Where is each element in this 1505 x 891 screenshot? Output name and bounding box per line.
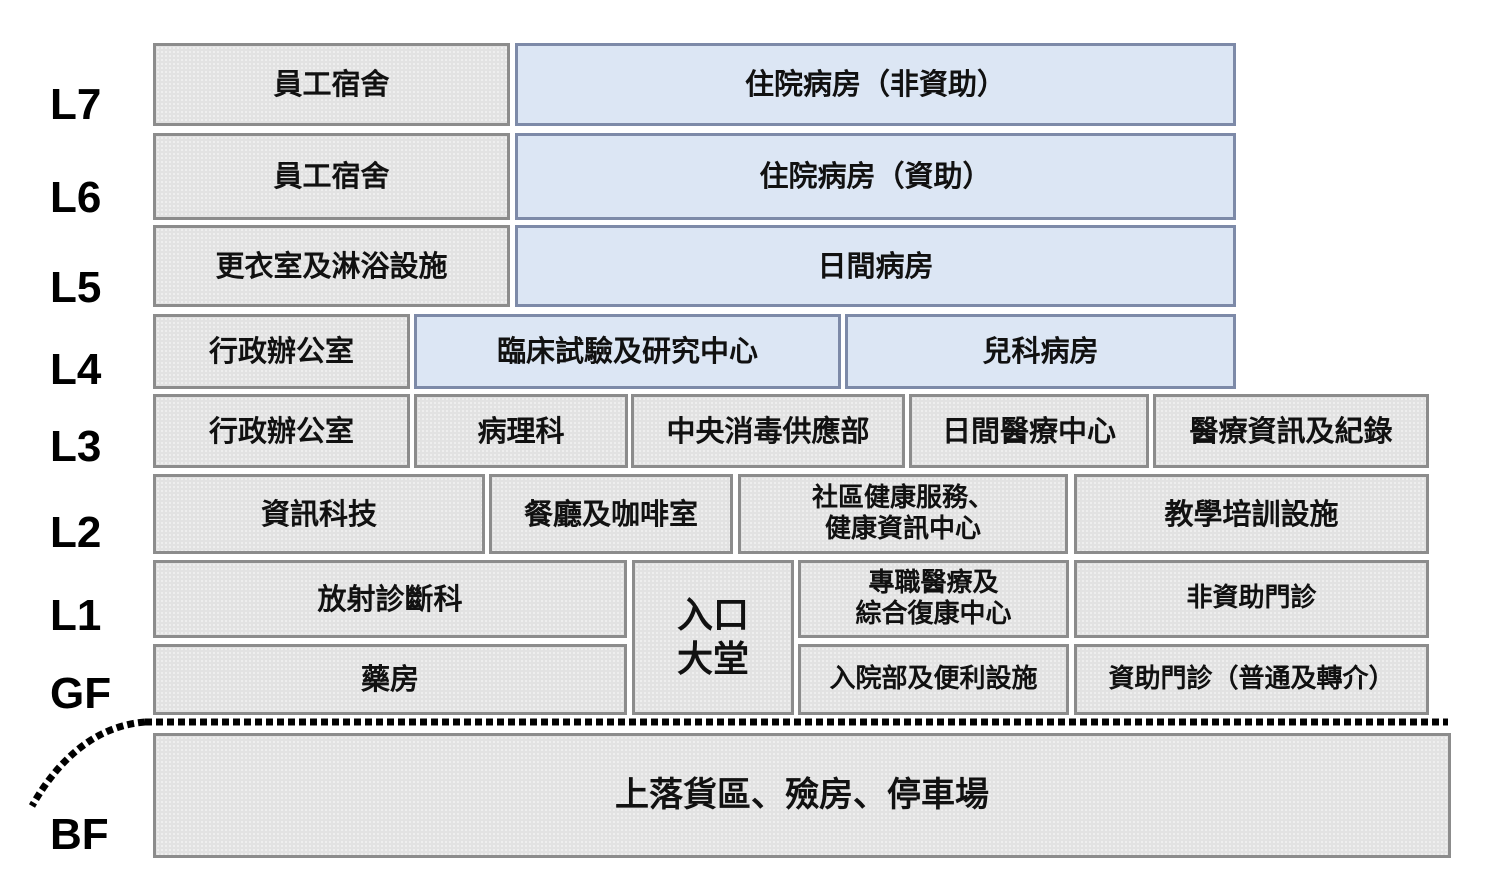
gf-pharmacy: 藥房 [153,644,627,715]
l4-admin-office: 行政辦公室 [153,314,410,389]
l5-day-ward: 日間病房 [515,225,1236,307]
level-label-l5: L5 [50,263,102,312]
l6-staff-dorm: 員工宿舍 [153,133,510,220]
level-label-l4: L4 [50,345,102,394]
l7-staff-dorm: 員工宿舍 [153,43,510,126]
bf-basement: 上落貨區、殮房、停車場 [153,733,1451,858]
level-label-l3: L3 [50,422,102,471]
level-label-l1: L1 [50,591,102,640]
entrance-lobby: 入口 大堂 [632,560,794,715]
l3-medical-records: 醫療資訊及紀錄 [1153,394,1429,468]
level-label-bf: BF [50,810,109,859]
gf-admission-office: 入院部及便利設施 [798,644,1069,715]
l2-community-health-centre: 社區健康服務、 健康資訊中心 [738,474,1068,554]
l2-restaurant-cafe: 餐廳及咖啡室 [489,474,733,554]
ground-slope-curve [28,718,146,808]
level-label-gf: GF [50,669,112,718]
level-label-l6: L6 [50,173,102,222]
l7-ward-private: 住院病房（非資助） [515,43,1236,126]
l3-cssd: 中央消毒供應部 [631,394,905,468]
l4-paediatric-ward: 兒科病房 [845,314,1236,389]
l3-pathology: 病理科 [414,394,628,468]
l1-radiology: 放射診斷科 [153,560,627,638]
level-label-l7: L7 [50,80,102,129]
l1-allied-health-centre: 專職醫療及 綜合復康中心 [798,560,1069,638]
l3-day-medical-centre: 日間醫療中心 [909,394,1149,468]
l2-information-technology: 資訊科技 [153,474,485,554]
level-label-l2: L2 [50,508,102,557]
gf-subsidised-clinic: 資助門診（普通及轉介） [1074,644,1429,715]
l1-private-clinic: 非資助門診 [1074,560,1429,638]
l5-changing-facilities: 更衣室及淋浴設施 [153,225,510,307]
l4-clinical-research-centre: 臨床試驗及研究中心 [414,314,841,389]
l6-ward-subsidised: 住院病房（資助） [515,133,1236,220]
l2-training-facilities: 教學培訓設施 [1074,474,1429,554]
l3-admin-office: 行政辦公室 [153,394,410,468]
